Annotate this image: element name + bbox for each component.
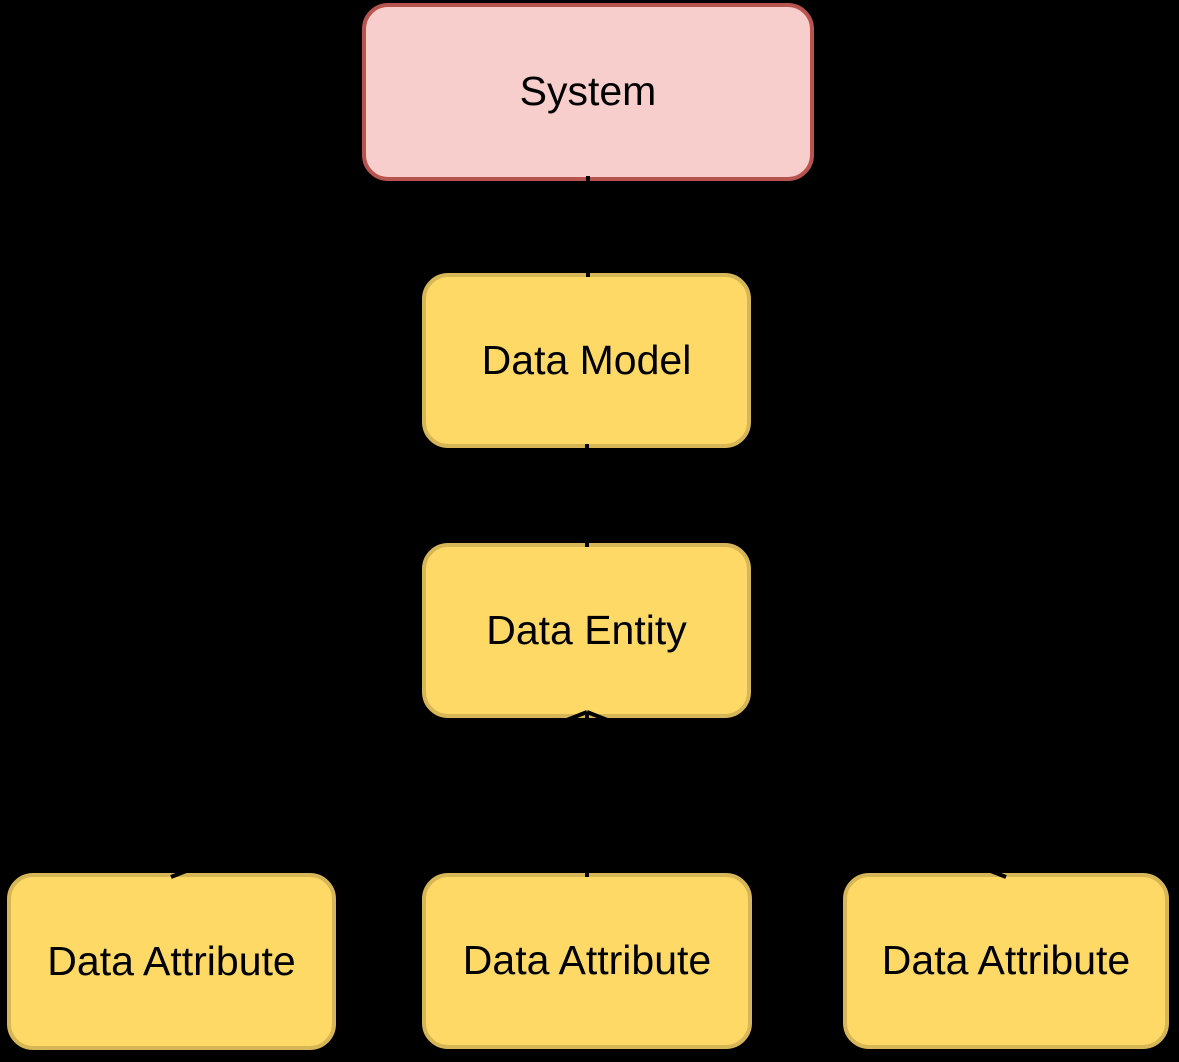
- node-system-label: System: [519, 68, 657, 115]
- node-data-attribute-3: Data Attribute: [843, 873, 1169, 1049]
- node-data-attribute-2: Data Attribute: [422, 873, 752, 1049]
- node-data-attribute-1: Data Attribute: [7, 873, 336, 1050]
- node-data-model: Data Model: [422, 273, 751, 448]
- node-system: System: [362, 3, 814, 181]
- node-data-attribute-3-label: Data Attribute: [881, 937, 1131, 984]
- node-data-model-label: Data Model: [481, 336, 692, 383]
- edge-data-entity-to-attr-1: [170, 710, 588, 879]
- node-data-attribute-2-label: Data Attribute: [462, 937, 712, 984]
- edge-data-entity-to-attr-3: [586, 710, 1007, 879]
- node-data-attribute-1-label: Data Attribute: [47, 937, 296, 984]
- node-data-entity-label: Data Entity: [486, 606, 687, 653]
- node-data-entity: Data Entity: [422, 543, 751, 718]
